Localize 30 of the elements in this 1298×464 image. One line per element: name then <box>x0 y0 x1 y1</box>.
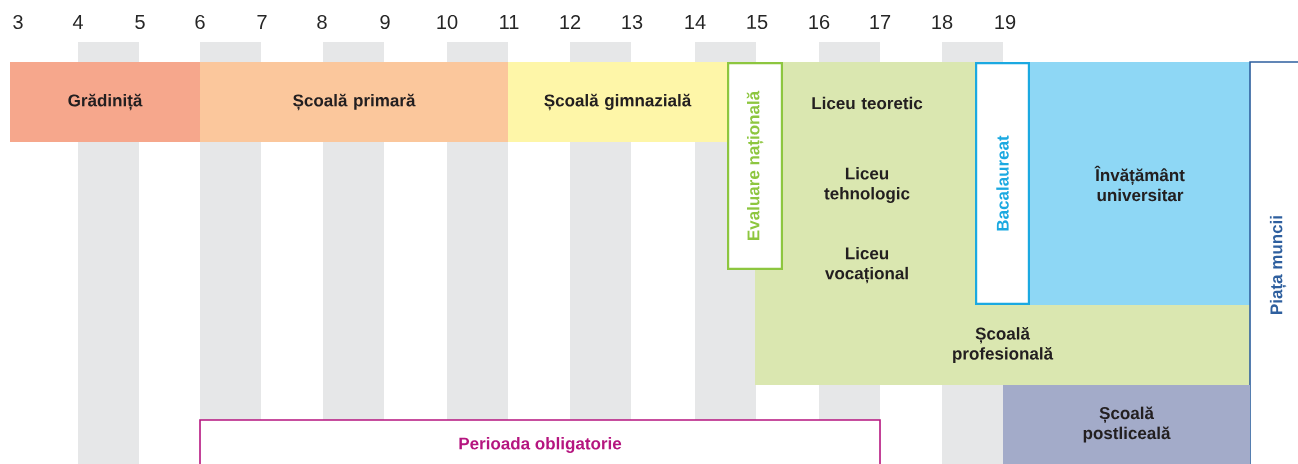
age-label: 19 <box>995 14 1016 30</box>
age-label: 3 <box>13 14 23 30</box>
exam-box: Evaluare națională <box>727 62 783 270</box>
age-label: 6 <box>195 14 205 30</box>
age-label: 11 <box>500 15 519 29</box>
node-label: Liceu tehnologic <box>824 167 910 203</box>
age-label: 9 <box>380 14 390 30</box>
stage-band: Școală postliceală <box>1003 385 1250 464</box>
node-label: Liceu teoretic <box>812 96 923 110</box>
exam-box: Bacalaureat <box>975 62 1030 305</box>
compulsory-period-bracket: Perioada obligatorie <box>199 419 881 464</box>
node-label: Liceu vocațional <box>825 246 908 284</box>
labour-market-bracket: Piața muncii <box>1249 61 1298 464</box>
age-label: 18 <box>932 14 953 30</box>
age-label: 16 <box>809 14 830 30</box>
stage-band: Școală profesională <box>755 305 1250 385</box>
stage-band: Învățământ universitar <box>1030 62 1250 305</box>
stage-band: Grădiniță <box>10 62 200 142</box>
age-label: 5 <box>135 15 145 29</box>
age-label: 7 <box>257 15 267 29</box>
age-label: 17 <box>870 15 891 29</box>
age-label: 12 <box>560 15 581 29</box>
stage-band: Școală gimnazială <box>508 62 727 142</box>
stage-band: Școală primară <box>200 62 508 142</box>
age-label: 13 <box>622 14 643 30</box>
age-label: 15 <box>747 15 768 29</box>
age-label: 8 <box>317 14 327 30</box>
age-label: 4 <box>72 15 83 29</box>
age-label: 10 <box>437 14 458 30</box>
age-label: 14 <box>685 15 706 29</box>
